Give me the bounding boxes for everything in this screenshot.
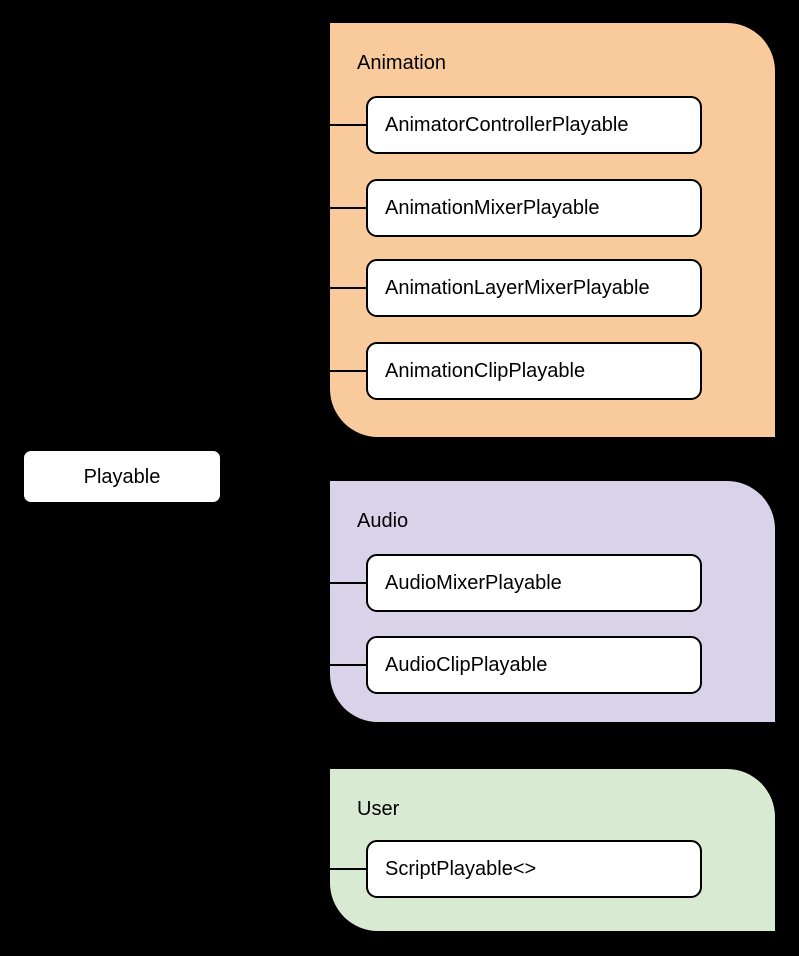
group-user: User ScriptPlayable<> — [330, 769, 775, 931]
group-user-title: User — [357, 798, 400, 820]
node-audio-mixer-playable: AudioMixerPlayable — [330, 554, 702, 612]
node-label: AnimatorControllerPlayable — [385, 114, 629, 136]
connector-line — [330, 207, 368, 209]
group-animation: Animation AnimatorControllerPlayable Ani… — [330, 23, 775, 437]
node-audio-clip-playable: AudioClipPlayable — [330, 636, 702, 694]
group-audio-title: Audio — [357, 510, 409, 532]
connector-line — [330, 370, 368, 372]
connector-line — [330, 582, 368, 584]
connector-line — [330, 287, 368, 289]
group-animation-title: Animation — [357, 52, 446, 74]
node-label: AudioMixerPlayable — [385, 572, 562, 594]
node-label: AnimationMixerPlayable — [385, 197, 600, 219]
node-animation-mixer-playable: AnimationMixerPlayable — [330, 179, 702, 237]
node-label: ScriptPlayable<> — [385, 858, 537, 880]
node-script-playable: ScriptPlayable<> — [330, 840, 702, 898]
node-label: AnimationLayerMixerPlayable — [385, 277, 650, 299]
connector-line — [330, 868, 368, 870]
group-audio: Audio AudioMixerPlayable AudioClipPlayab… — [330, 481, 775, 722]
node-animator-controller-playable: AnimatorControllerPlayable — [330, 96, 702, 154]
node-animation-clip-playable: AnimationClipPlayable — [330, 342, 702, 400]
node-label: AudioClipPlayable — [385, 654, 548, 676]
node-playable-root-label: Playable — [83, 465, 161, 488]
connector-line — [330, 664, 368, 666]
node-animation-layer-mixer-playable: AnimationLayerMixerPlayable — [330, 259, 702, 317]
node-label: AnimationClipPlayable — [385, 360, 586, 382]
connector-line — [330, 124, 368, 126]
node-playable-root: Playable — [22, 449, 222, 504]
